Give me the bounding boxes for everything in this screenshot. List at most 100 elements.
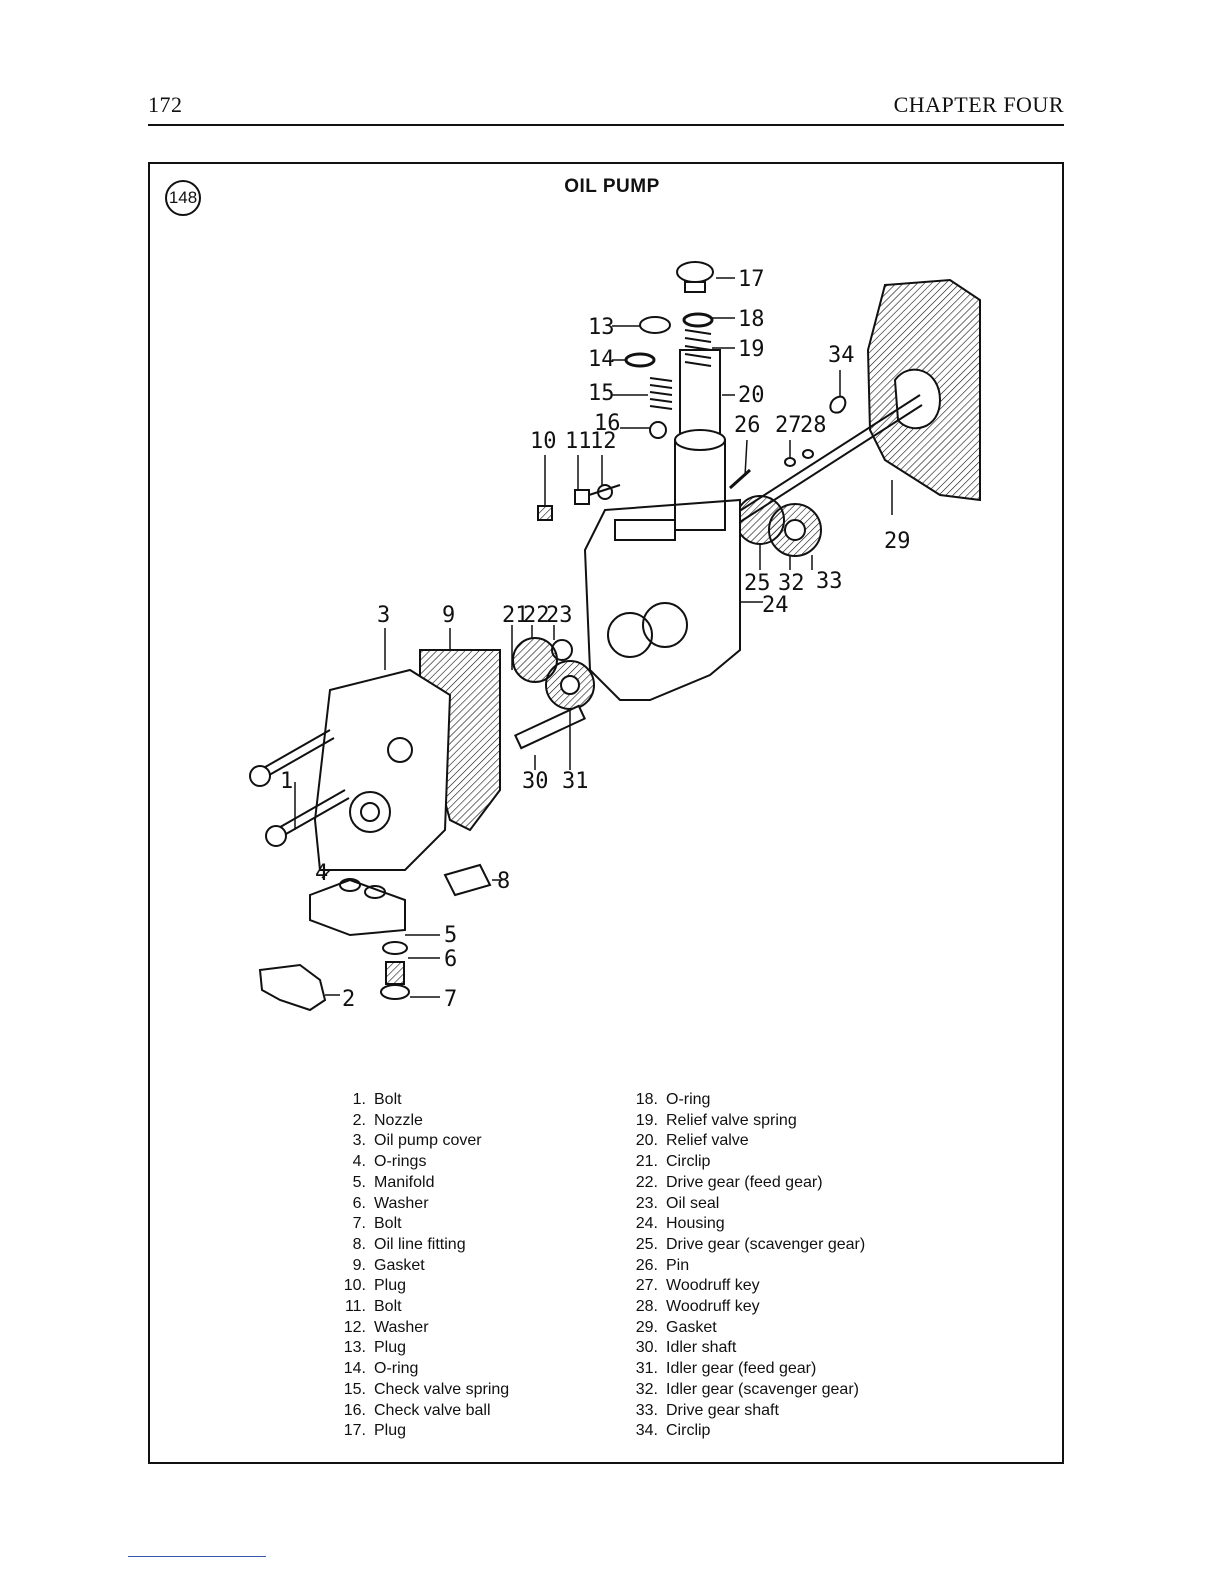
legend-item-number: 28. [635,1298,658,1316]
legend-item-text: Relief valve [666,1132,749,1150]
callout-29: 29 [884,529,911,554]
legend-item-text: Idler gear (feed gear) [666,1360,817,1378]
figure-frame [148,162,1064,1464]
legend-item: 2.Nozzle [328,1111,509,1132]
plug-13-shape [639,316,671,334]
legend-item-number: 14. [343,1360,366,1378]
legend-item-text: Check valve spring [374,1380,510,1398]
legend-item-number: 2. [352,1111,366,1129]
legend-item: 7.Bolt [328,1214,509,1235]
legend-item-text: Check valve ball [374,1401,491,1419]
legend-item: 12.Washer [328,1318,509,1339]
legend-item: 5. Manifold [328,1173,509,1194]
legend-item-number: 32. [635,1380,658,1398]
legend-item-text: Plug [374,1277,407,1295]
legend-item-text: Bolt [374,1091,402,1108]
figure-number-badge: 148 [165,180,201,216]
callout-25: 25 [744,571,771,596]
legend-item: 6.Washer [328,1194,509,1215]
legend-item: 23. Oil seal [620,1194,865,1215]
legend-item: 13.Plug [328,1338,509,1359]
callout-2: 2 [342,987,355,1012]
legend-item: 20. Relief valve [620,1131,865,1152]
legend-item-number: 10. [343,1277,366,1295]
legend-item: 19.Relief valve spring [620,1111,865,1132]
legend-item: 26. Pin [620,1256,865,1277]
legend-item: 3. Oil pump cover [328,1131,509,1152]
callout-12: 12 [590,429,617,454]
legend-item-number: 25. [635,1235,658,1253]
legend-item: 32.Idler gear (scavenger gear) [620,1380,865,1401]
legend-item-number: 16. [343,1401,366,1419]
legend-item-number: 20. [635,1132,658,1150]
legend-item-text: Housing [666,1215,725,1233]
legend-item-number: 15. [343,1380,366,1398]
legend-item: 25.Drive gear (scavenger gear) [620,1235,865,1256]
legend-item: 21.Circlip [620,1152,865,1173]
legend-item-text: Pin [666,1256,690,1274]
header-rule [148,124,1064,126]
callout-22: 22 [523,603,550,628]
legend-item-text: O-ring [374,1360,419,1378]
callout-30: 30 [522,769,549,794]
legend-item-number: 5. [352,1173,366,1191]
housing-24-shape [583,498,741,701]
callout-16: 16 [594,411,621,436]
callout-7: 7 [444,987,457,1012]
callout-19: 19 [738,337,765,362]
legend-item-number: 23. [635,1194,658,1212]
callout-4: 4 [315,861,328,886]
legend-item-text: Plug [374,1422,407,1440]
callout-1: 1 [280,769,293,794]
callout-26: 26 [734,413,761,438]
legend-item: 14. O-ring [328,1359,509,1380]
legend-item-text: Gasket [374,1256,425,1274]
legend-item-text: O-rings [374,1153,427,1171]
legend-item-text: Oil pump cover [374,1132,482,1150]
legend-item-number: 8. [352,1235,366,1253]
legend-item: 1.Bolt [328,1090,509,1111]
callout-8: 8 [497,869,510,894]
legend-item-text: Gasket [666,1318,717,1336]
callout-3: 3 [377,603,390,628]
legend-item-text: Woodruff key [666,1298,760,1316]
callout-11: 11 [565,429,592,454]
legend-item-number: 30. [635,1339,658,1357]
callout-5: 5 [444,923,457,948]
legend-item-text: Manifold [374,1173,435,1191]
gear-22-shape [512,637,558,683]
legend-item-text: Circlip [666,1422,711,1440]
legend-item-number: 11. [344,1298,366,1316]
legend-item: 24. Housing [620,1214,865,1235]
legend-item-text: Washer [374,1318,429,1336]
callout-31: 31 [562,769,589,794]
legend-item: 18.O-ring [620,1090,865,1111]
legend-item-text: Drive gear shaft [666,1401,779,1419]
legend-item-number: 29. [635,1318,658,1336]
plug-17-shape [676,261,714,283]
callout-13: 13 [588,315,615,340]
footer-line [128,1556,266,1557]
legend-item: 27.Woodruff key [620,1276,865,1297]
callout-27: 27 [775,413,802,438]
legend-item: 31. Idler gear (feed gear) [620,1359,865,1380]
legend-item-text: Bolt [374,1298,402,1316]
callout-20: 20 [738,383,765,408]
legend-item-number: 9. [352,1256,366,1274]
legend-item: 30.Idler shaft [620,1338,865,1359]
legend-item-number: 3. [352,1132,366,1150]
callout-32: 32 [778,571,805,596]
legend-item-number: 13. [343,1339,366,1357]
legend-item-number: 4. [352,1153,366,1171]
legend-item-number: 31. [635,1360,658,1378]
legend-item-number: 26. [635,1256,658,1274]
legend-item-number: 6. [352,1194,366,1212]
callout-10: 10 [530,429,557,454]
legend-item-text: O-ring [666,1091,711,1108]
legend-item-text: Oil seal [666,1194,720,1212]
figure-title: OIL PUMP [564,176,660,197]
legend-item-number: 24. [635,1215,658,1233]
legend-item-text: Drive gear (feed gear) [666,1173,823,1191]
